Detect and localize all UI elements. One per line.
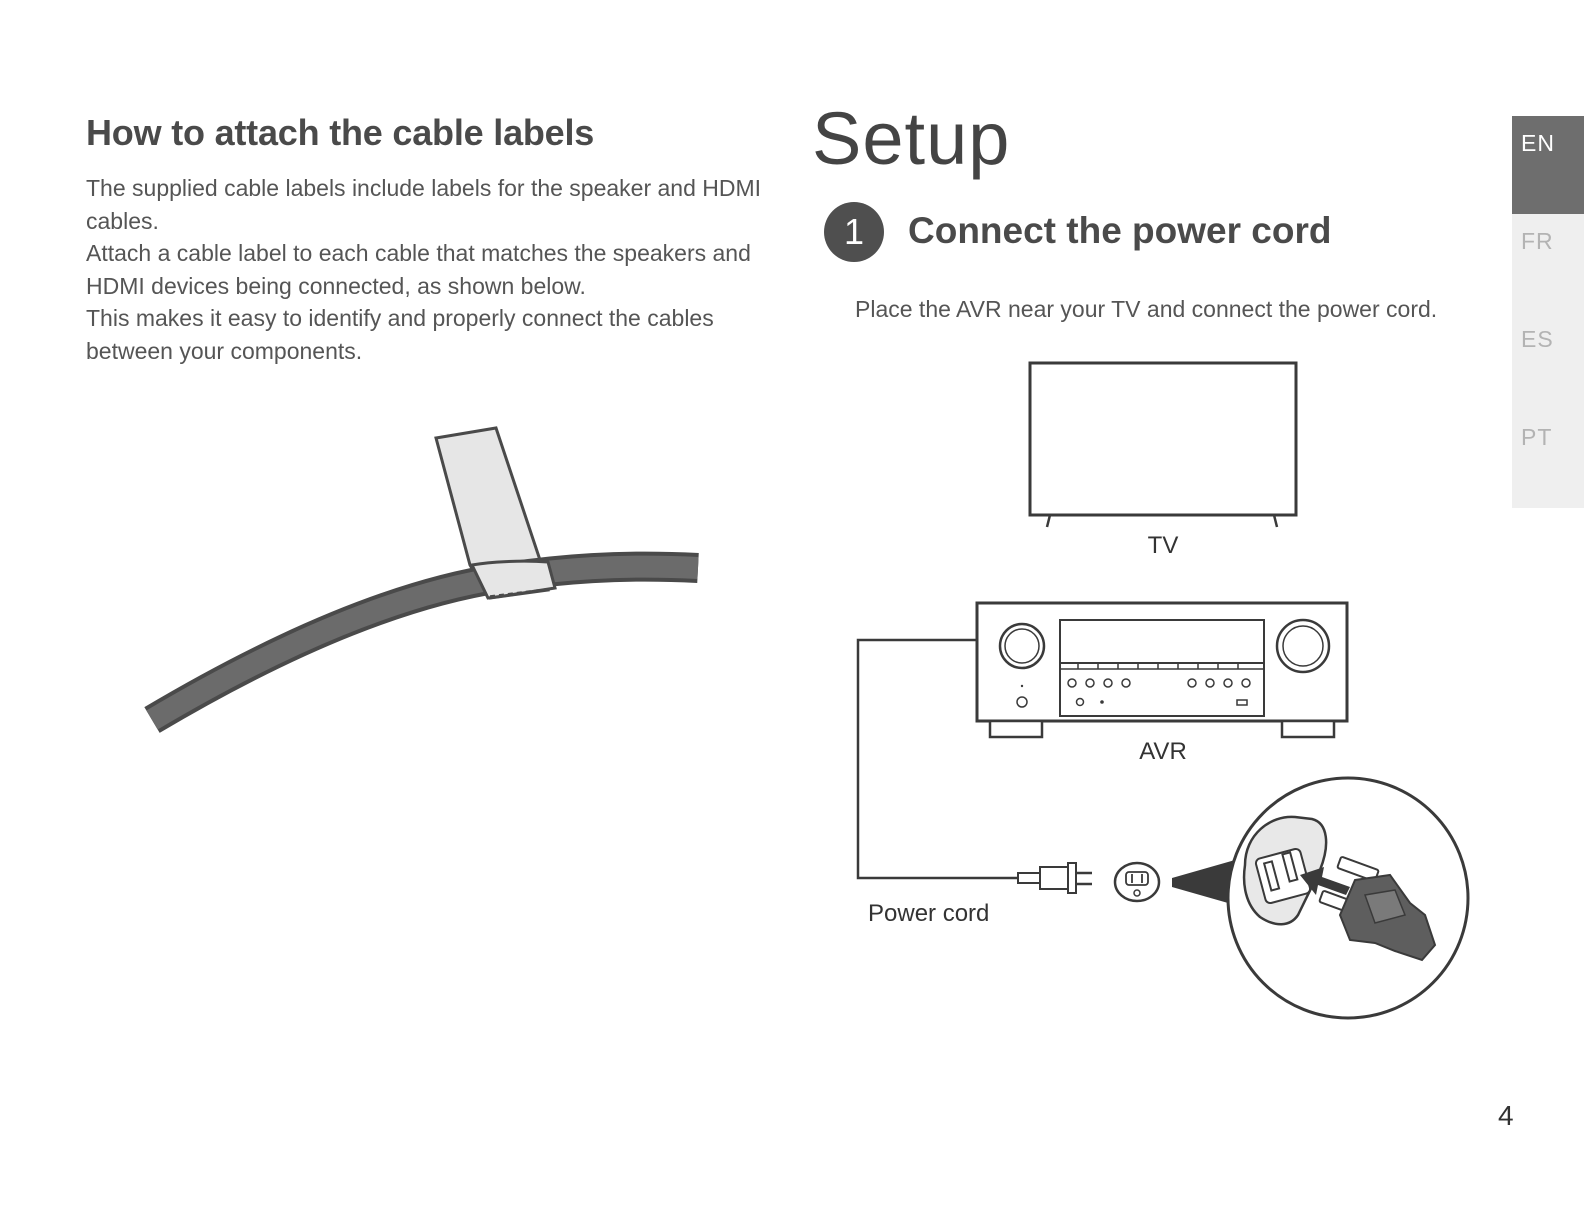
cable-label-illustration	[144, 426, 699, 733]
language-tab-en[interactable]: EN	[1512, 116, 1584, 214]
section-heading-cable-labels: How to attach the cable labels	[86, 112, 595, 153]
power-cord-illustration	[856, 638, 1092, 894]
language-tab-pt[interactable]: PT	[1512, 410, 1584, 508]
page-title: Setup	[812, 97, 1011, 180]
avr-label: AVR	[1139, 738, 1187, 765]
language-tab-fr[interactable]: FR	[1512, 214, 1584, 312]
cable-label-wrap	[469, 559, 557, 600]
instruction-paragraph: The supplied cable labels include labels…	[86, 175, 762, 234]
tv-label: TV	[1148, 532, 1179, 559]
wall-outlet-icon	[1113, 861, 1161, 903]
step-description: Place the AVR near your TV and connect t…	[855, 296, 1438, 322]
zoom-pointer	[1172, 860, 1235, 905]
tv-illustration	[1028, 361, 1298, 528]
cable-illustration	[144, 551, 699, 733]
power-cord-label: Power cord	[868, 900, 989, 927]
instruction-paragraph: This makes it easy to identify and prope…	[86, 305, 714, 364]
page-number: 4	[1498, 1100, 1514, 1131]
plug-zoom-illustration	[1226, 776, 1470, 1020]
language-tab-es[interactable]: ES	[1512, 312, 1584, 410]
setup-diagram: TV AVR	[856, 361, 1470, 1020]
step-heading: Connect the power cord	[908, 210, 1332, 251]
instruction-paragraph: Attach a cable label to each cable that …	[86, 240, 751, 299]
step-number-badge: 1	[824, 202, 884, 262]
avr-illustration	[975, 601, 1349, 739]
cable-labels-instructions: The supplied cable labels include labels…	[86, 172, 766, 368]
